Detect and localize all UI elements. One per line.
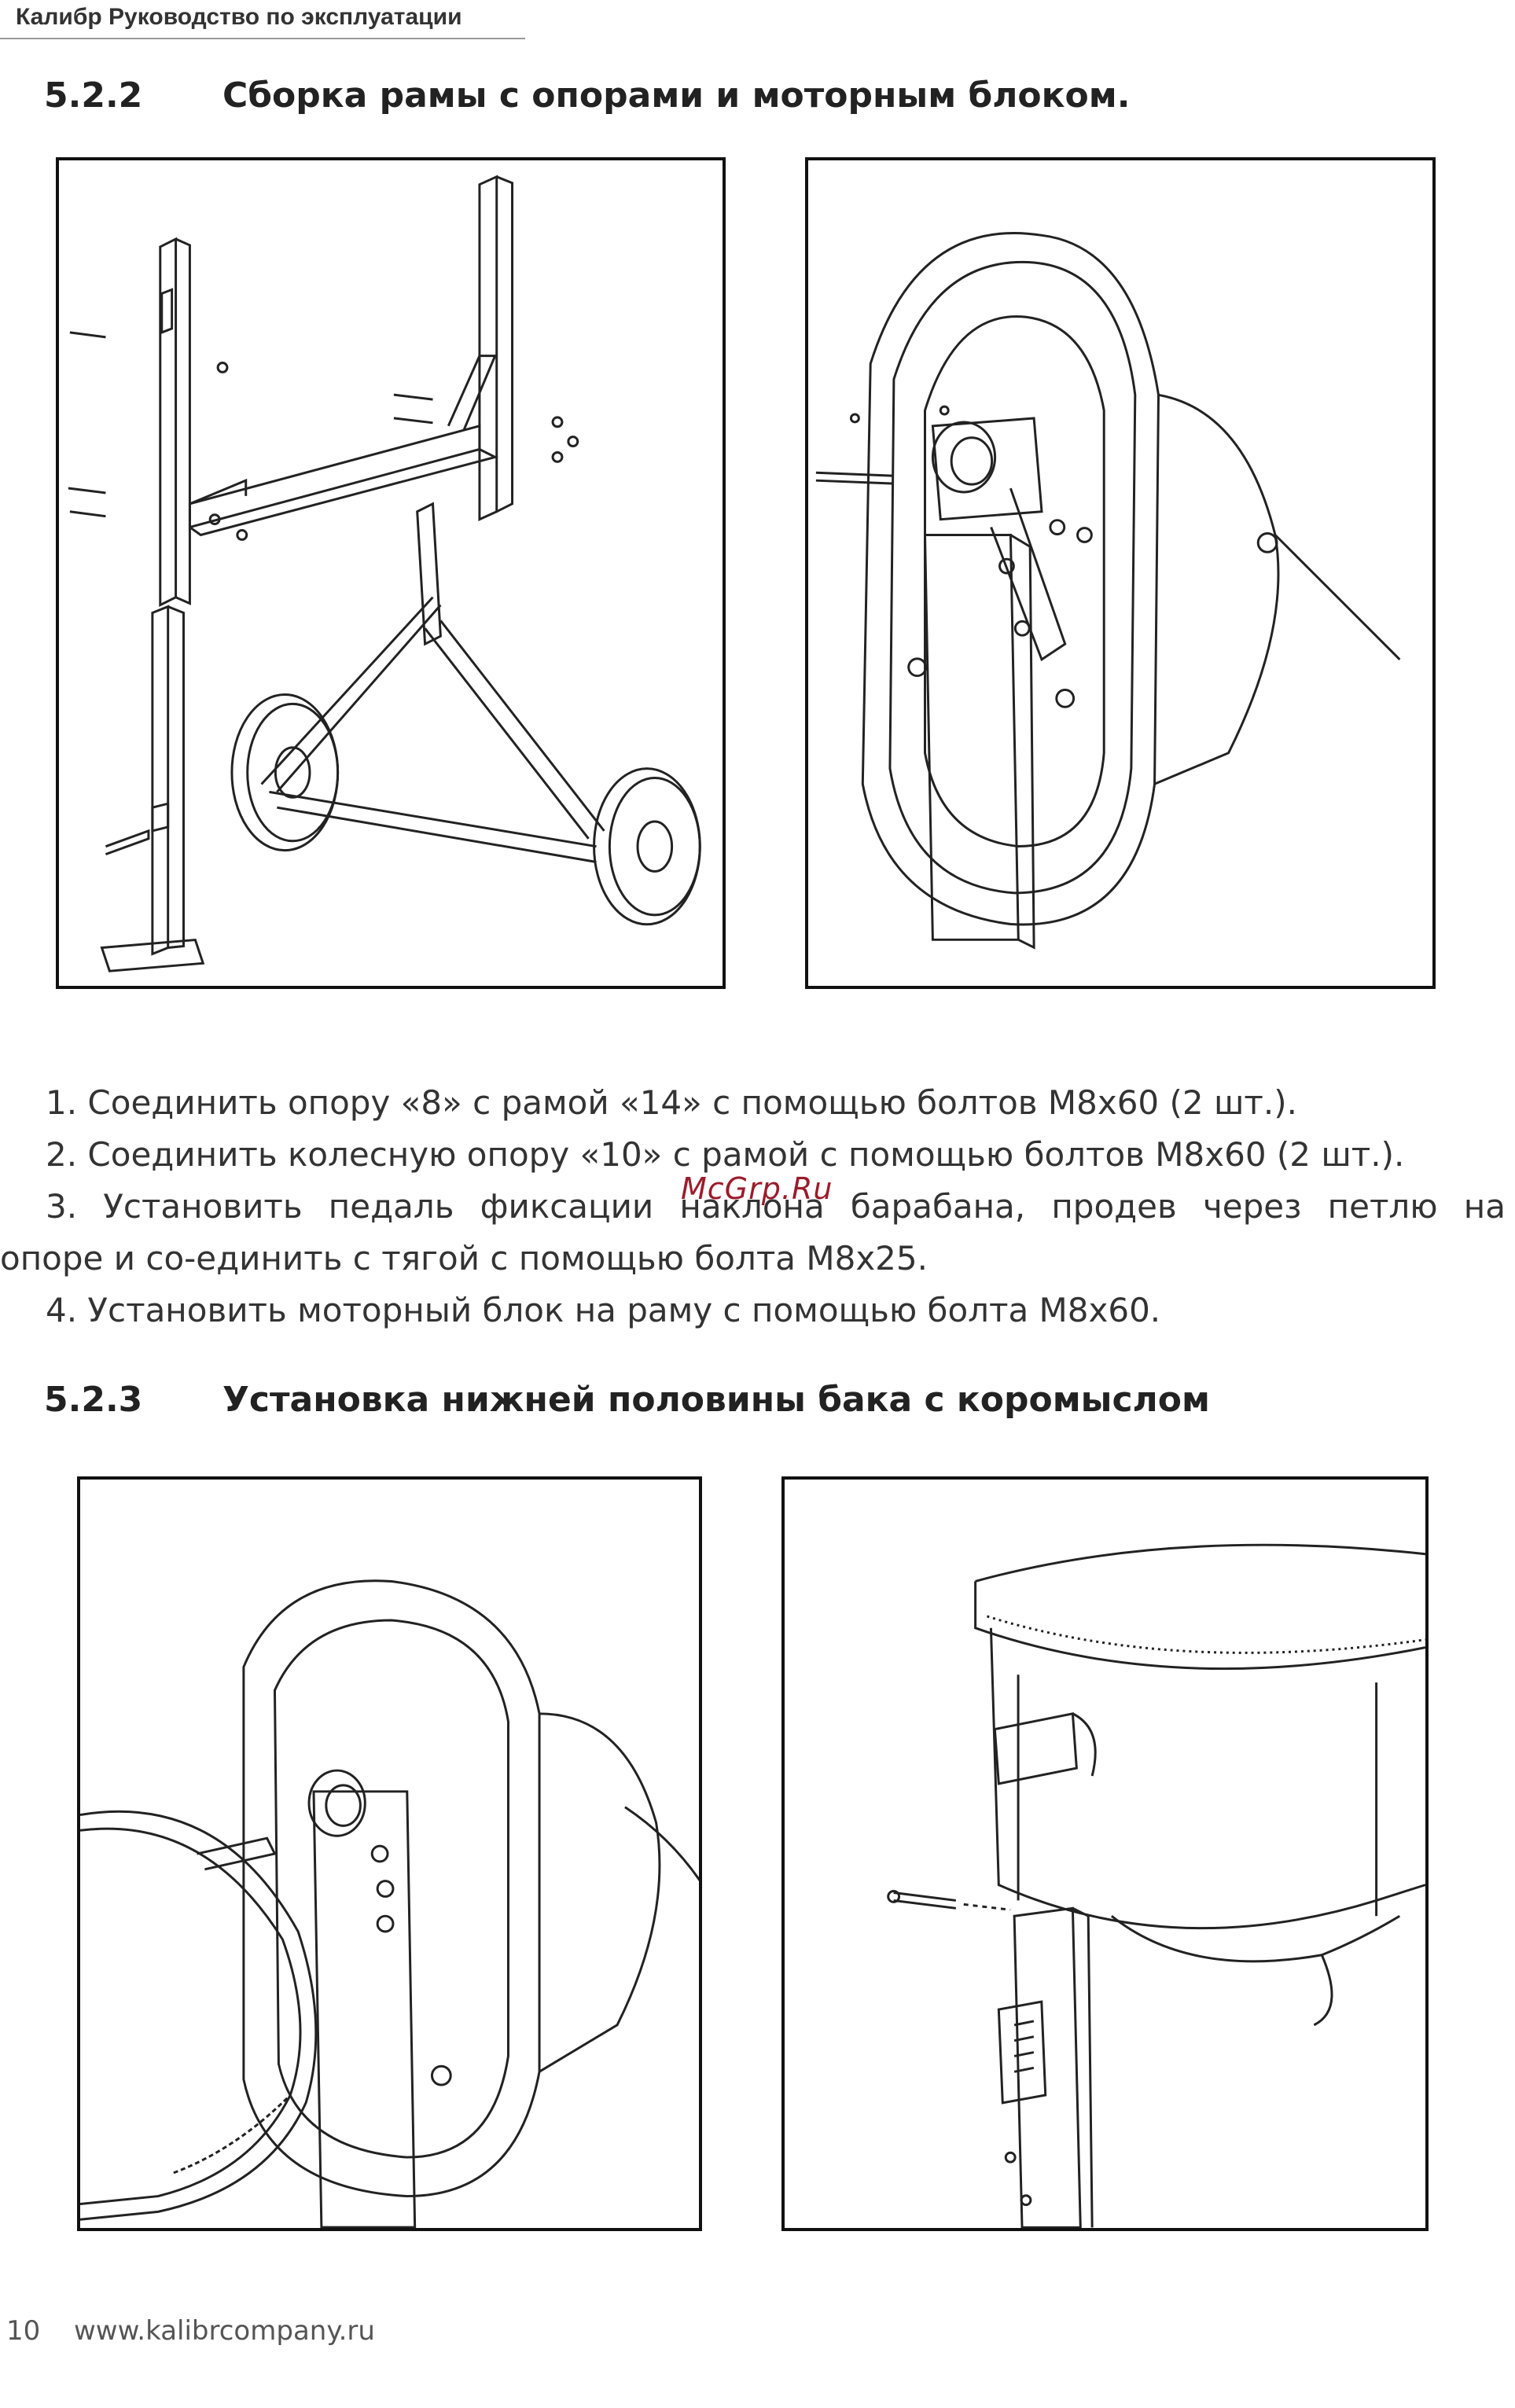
step-1: 1. Соединить опору «8» с рамой «14» с по…: [46, 1083, 1297, 1122]
figure-motor-block: [805, 157, 1436, 989]
section-title: Сборка рамы с опорами и моторным блоком.: [222, 75, 1131, 116]
step-4: 4. Установить моторный блок на раму с по…: [46, 1291, 1161, 1329]
figure-lower-tank-rocker: [77, 1476, 702, 2231]
section-number: 5.2.2: [44, 75, 143, 116]
frame-assembly-drawing: [68, 175, 701, 972]
step-3: 3. Установить педаль фиксации наклона ба…: [46, 1187, 1506, 1226]
section-title: Установка нижней половины бака с коромыс…: [222, 1380, 1210, 1420]
figure-frame-assembly: [56, 157, 726, 989]
lower-tank-drawing: [80, 1579, 699, 2228]
footer-page-number: 10: [6, 2315, 41, 2347]
figure-rocker-mount: [781, 1476, 1429, 2231]
rocker-mount-drawing: [887, 1543, 1425, 2228]
footer-website: www.kalibrcompany.ru: [74, 2315, 375, 2347]
watermark: McGrp.Ru: [681, 1171, 833, 1206]
running-head: Калибр Руководство по эксплуатации: [16, 4, 462, 30]
running-head-rule: [0, 38, 525, 39]
step-2: 2. Соединить колесную опору «10» с рамой…: [46, 1135, 1405, 1174]
step-3-continuation: опоре и со-единить с тягой с помощью бол…: [0, 1239, 928, 1278]
assembly-steps: 1. Соединить опору «8» с рамой «14» с по…: [0, 1077, 1506, 1336]
section-number: 5.2.3: [44, 1380, 143, 1420]
motor-block-drawing: [815, 231, 1401, 950]
